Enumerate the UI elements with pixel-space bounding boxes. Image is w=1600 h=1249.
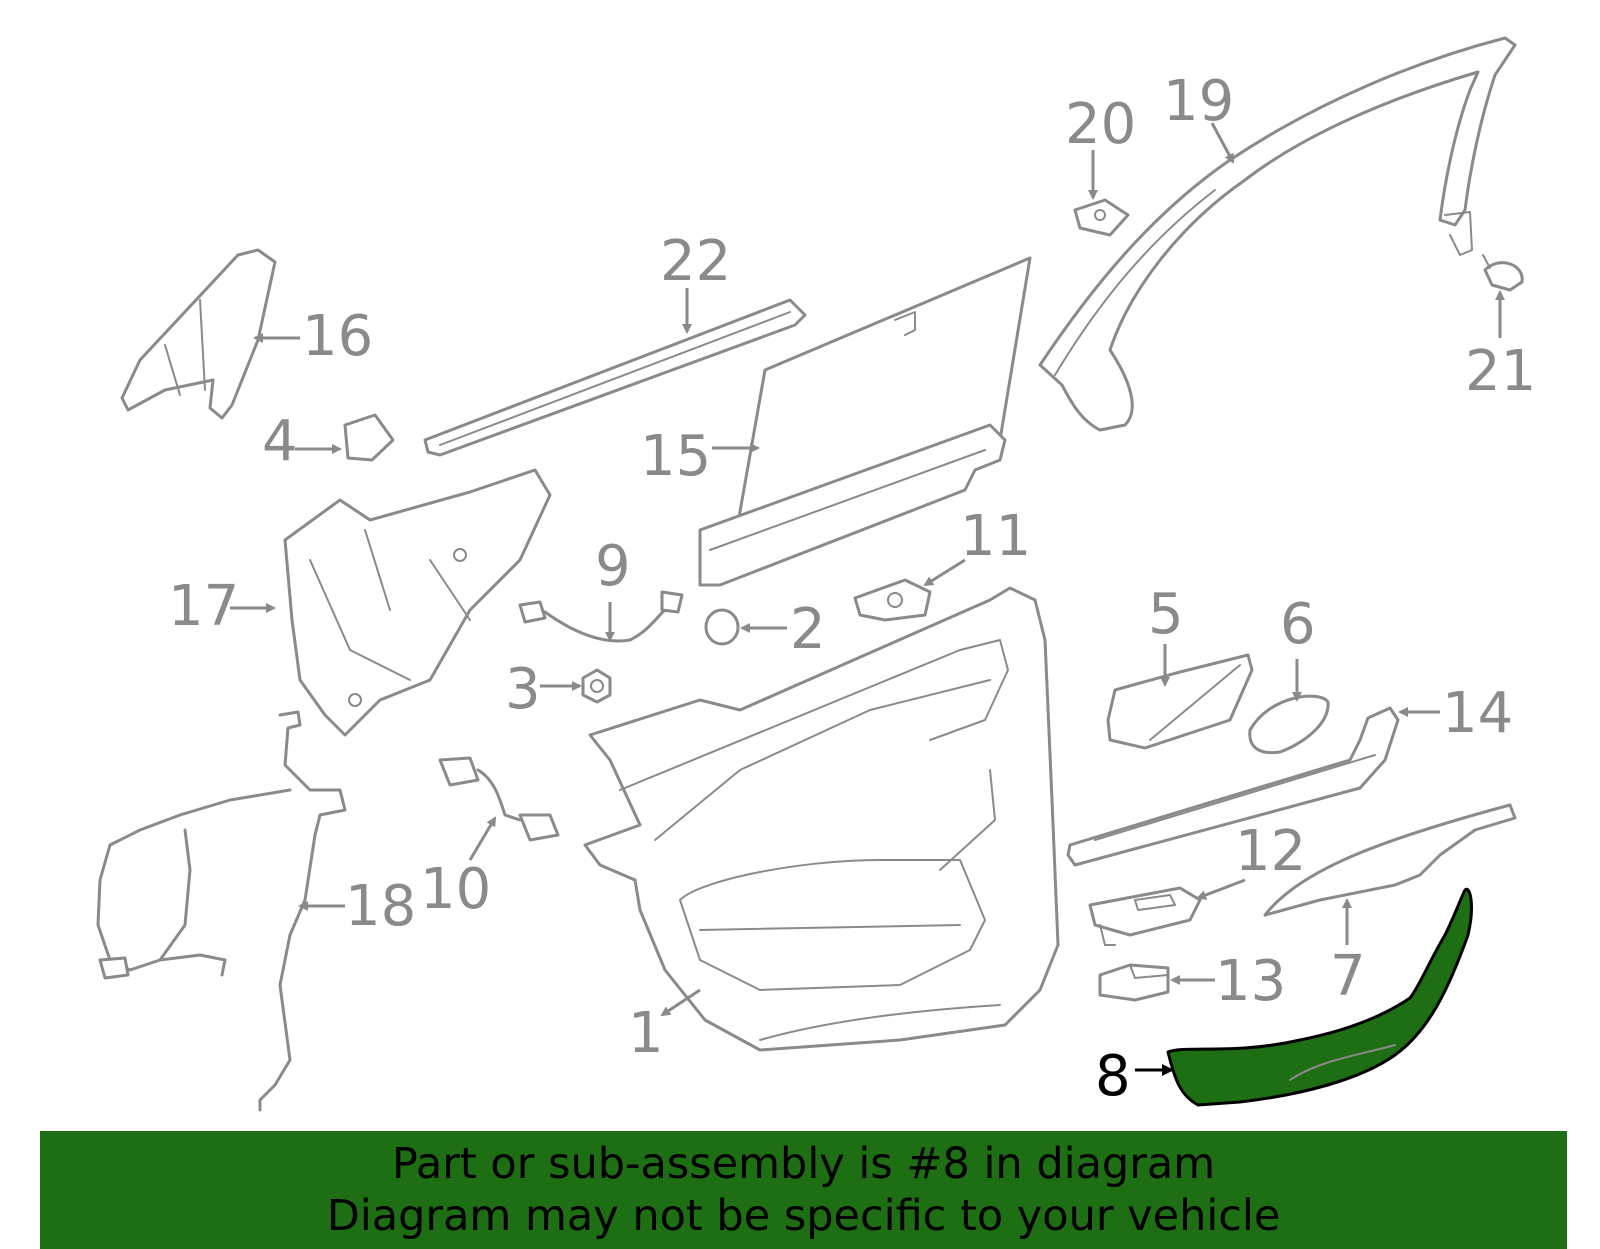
leader-10 (468, 816, 497, 861)
part-8-armrest-trim (1166, 887, 1473, 1107)
callout-21: 21 (1465, 339, 1536, 404)
part-10-harness (438, 756, 560, 842)
part-14-pull-strip (1066, 706, 1400, 867)
part-15-window-glass (698, 256, 1032, 587)
callout-19: 19 (1163, 69, 1234, 134)
callout-5: 5 (1148, 582, 1184, 647)
part-5-handle-housing (1106, 653, 1254, 750)
part-21-push-pin (1482, 254, 1524, 292)
callout-6: 6 (1280, 592, 1316, 657)
part-19-window-frame (1038, 36, 1517, 432)
part-18-wire-harness (96, 710, 347, 1112)
callout-9: 9 (595, 534, 631, 599)
banner-line-disclaimer: Diagram may not be specific to your vehi… (326, 1191, 1281, 1241)
part-2-grommet (704, 608, 740, 646)
leader-11 (923, 558, 966, 587)
banner-line-part-number: Part or sub-assembly is #8 in diagram (391, 1139, 1216, 1189)
callout-16: 16 (302, 304, 373, 369)
leader-19 (1210, 122, 1235, 164)
part-22-belt-molding (423, 298, 807, 457)
callout-1: 1 (628, 1001, 664, 1066)
callout-3: 3 (505, 657, 541, 722)
callout-12: 12 (1235, 819, 1306, 884)
part-12-switch-bezel (1088, 886, 1202, 946)
part-1-door-trim-panel (583, 586, 1060, 1052)
part-16-trim-bracket (120, 248, 277, 420)
leader-1 (660, 988, 701, 1017)
leader-lines (230, 122, 1505, 1076)
part-17-module-carrier (283, 468, 552, 737)
callout-labels: 1 2 3 4 5 6 7 8 9 10 11 12 13 14 15 16 1… (168, 69, 1536, 1109)
callout-8: 8 (1095, 1044, 1131, 1109)
callout-7: 7 (1330, 944, 1366, 1009)
leader-12 (1196, 878, 1246, 900)
part-7-applique (1263, 803, 1517, 917)
part-4-clip (343, 413, 395, 462)
callout-20: 20 (1065, 92, 1136, 157)
callout-11: 11 (960, 504, 1031, 569)
callout-2: 2 (790, 597, 826, 662)
part-20-clip (1073, 198, 1130, 237)
part-13-switch (1098, 963, 1170, 1002)
part-6-bezel (1248, 694, 1330, 755)
part-9-cable (518, 590, 684, 643)
part-3-nut (581, 668, 612, 704)
callout-13: 13 (1215, 949, 1286, 1014)
callout-15: 15 (640, 424, 711, 489)
callout-22: 22 (660, 229, 731, 294)
callout-18: 18 (345, 874, 416, 939)
callout-10: 10 (420, 857, 491, 922)
callout-4: 4 (262, 409, 298, 474)
part-11-bracket (853, 578, 932, 622)
callout-14: 14 (1442, 681, 1513, 746)
callout-17: 17 (168, 574, 239, 639)
info-banner: Part or sub-assembly is #8 in diagram Di… (40, 1131, 1567, 1249)
